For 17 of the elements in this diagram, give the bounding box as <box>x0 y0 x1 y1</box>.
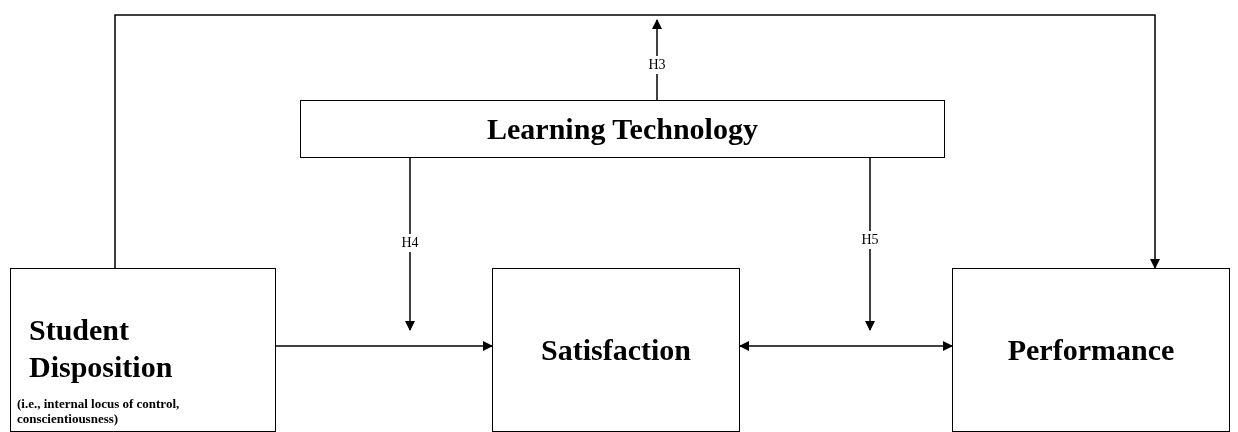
edge-label: H3 <box>646 56 668 74</box>
arrow <box>739 341 953 351</box>
concept-title: Learning Technology <box>487 112 758 146</box>
concept-box <box>10 268 276 432</box>
concept-note: (i.e., internal locus of control, conscientiousness) <box>17 395 181 427</box>
edge-label: H5 <box>859 231 881 249</box>
edge-label: H4 <box>399 234 421 252</box>
arrow <box>405 157 415 331</box>
concept-title: Performance <box>1007 333 1175 367</box>
arrow <box>865 157 875 331</box>
concept-title: Satisfaction <box>541 333 691 367</box>
concept-title: Student Disposition <box>28 311 174 386</box>
concept-box <box>300 100 945 158</box>
concept-box <box>952 268 1230 432</box>
arrow <box>275 341 493 351</box>
concept-box <box>492 268 740 432</box>
arrow <box>114 14 1160 269</box>
